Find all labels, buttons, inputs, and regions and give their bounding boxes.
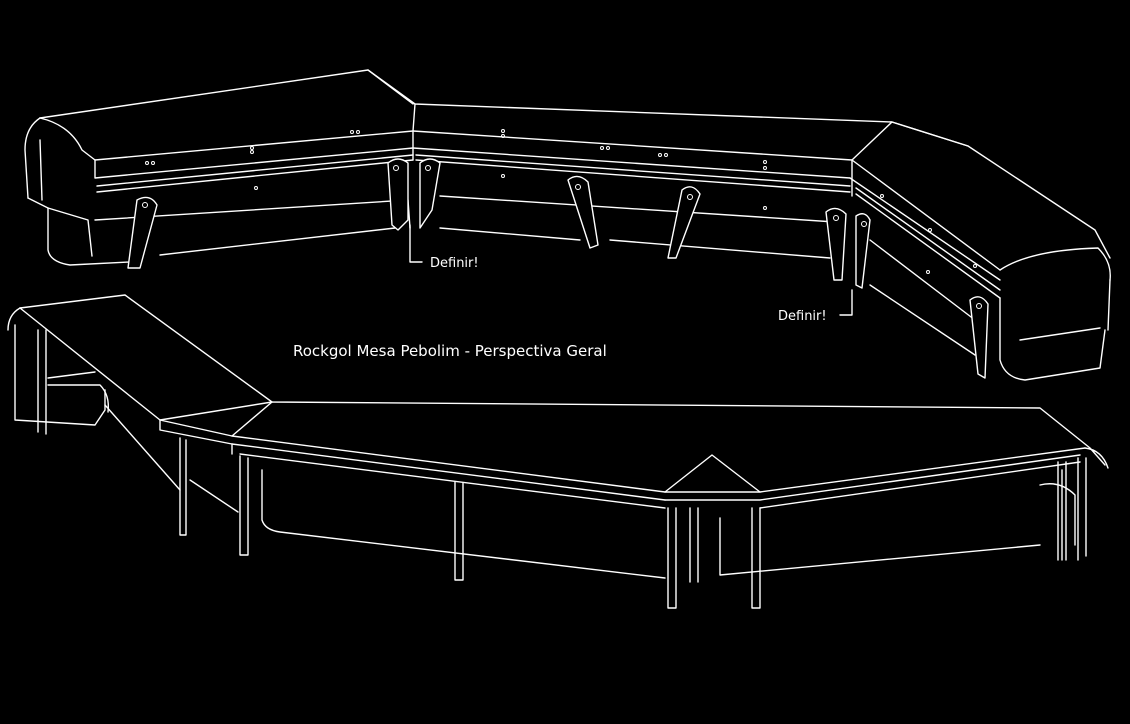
upper-sofa-top (24, 69, 1111, 281)
bracket (855, 213, 871, 289)
upper-sofa-brackets (127, 158, 989, 379)
drawing-title: Rockgol Mesa Pebolim - Perspectiva Geral (293, 342, 607, 360)
bracket (969, 296, 989, 379)
upper-sofa-fascia (94, 130, 1001, 299)
bracket (387, 158, 409, 231)
lower-table-panels (14, 324, 1076, 579)
bracket (667, 186, 701, 259)
lower-table-fascia (47, 371, 1081, 509)
bracket (127, 196, 158, 269)
bracket (567, 175, 599, 249)
upper-sofa (24, 69, 1111, 381)
callout-label: Definir! (430, 256, 479, 271)
callout-label: Definir! (778, 309, 827, 324)
bracket (419, 158, 441, 229)
lower-table (7, 294, 1109, 609)
bracket (825, 207, 847, 281)
callout-definir-1: Definir! (409, 224, 479, 271)
callout-definir-2: Definir! (778, 289, 853, 324)
upper-sofa-holes (142, 129, 982, 309)
lower-table-top (7, 294, 1109, 493)
lower-table-legs (37, 329, 1087, 609)
